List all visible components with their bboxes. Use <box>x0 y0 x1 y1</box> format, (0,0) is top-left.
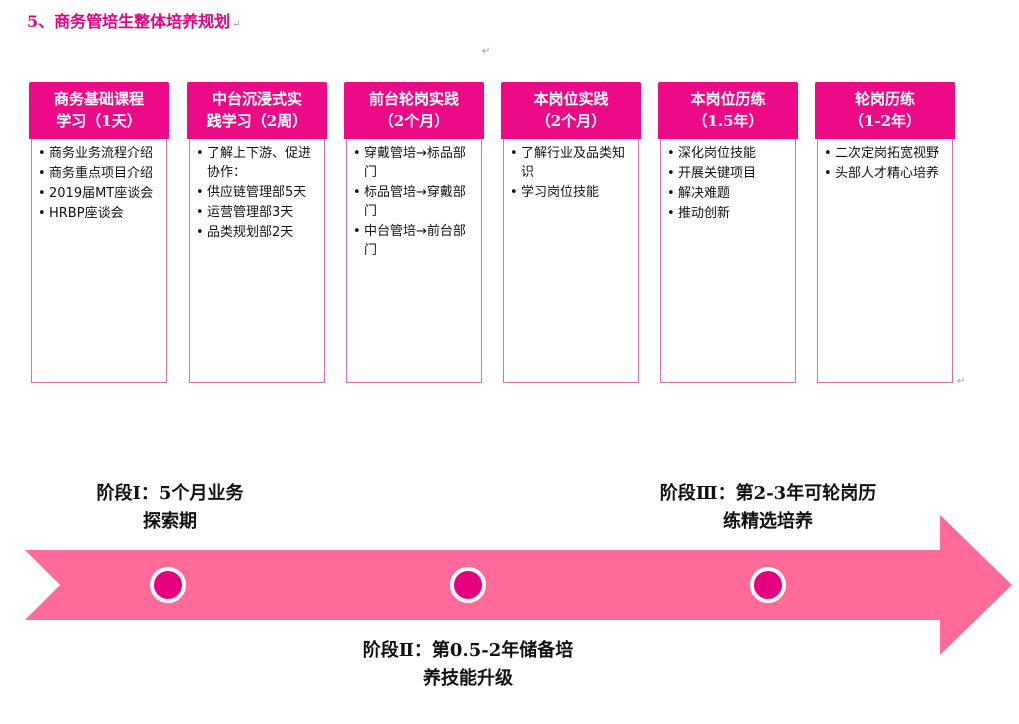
stage-2-label: 阶段Ⅱ：第0.5-2年储备培 养技能升级 <box>318 637 618 693</box>
card-list-item: 推动创新 <box>667 204 791 223</box>
card-body: 了解行业及品类知识学习岗位技能 <box>503 139 639 383</box>
card-list-item: 运营管理部3天 <box>196 203 320 222</box>
card-title-line: 学习（1天） <box>56 112 142 130</box>
section-title: 5、商务管培生整体培养规划↵ <box>27 8 241 32</box>
section-title-text: 5、商务管培生整体培养规划 <box>27 12 231 31</box>
card-list-item: 中台管培→前台部门 <box>353 222 477 260</box>
card-header: 本岗位历练 （1.5年） <box>658 82 798 139</box>
card-body: 了解上下游、促进协作：供应链管理部5天运营管理部3天品类规划部2天 <box>189 139 325 383</box>
stage-3-label: 阶段Ⅲ：第2-3年可轮岗历 练精选培养 <box>618 480 918 536</box>
card-title-line: 前台轮岗实践 <box>368 90 459 108</box>
card-6: 轮岗历练 （1-2年） 二次定岗拓宽视野头部人才精心培养 <box>815 82 955 383</box>
card-body: 商务业务流程介绍商务重点项目介绍2019届MT座谈会HRBP座谈会 <box>31 139 167 383</box>
card-title-line: 践学习（2周） <box>206 112 308 130</box>
stage-1-label: 阶段Ⅰ：5个月业务 探索期 <box>40 480 300 536</box>
card-5: 本岗位历练 （1.5年） 深化岗位技能开展关键项目解决难题推动创新 <box>658 82 798 383</box>
card-title-line: （2个月） <box>378 112 450 130</box>
stage-2-line: 养技能升级 <box>423 668 513 689</box>
card-list-item: 了解行业及品类知识 <box>510 144 634 182</box>
stage-3-line: 阶段Ⅲ：第2-3年可轮岗历 <box>659 483 877 504</box>
card-1: 商务基础课程学习（1天）商务业务流程介绍商务重点项目介绍2019届MT座谈会HR… <box>29 82 169 383</box>
card-header: 本岗位实践 （2个月） <box>501 82 641 139</box>
stage-2-marker <box>450 567 486 603</box>
card-header: 前台轮岗实践 （2个月） <box>344 82 484 139</box>
arrow-shape <box>25 515 1012 655</box>
card-list-item: 了解上下游、促进协作： <box>196 144 320 182</box>
card-list-item: 开展关键项目 <box>667 164 791 183</box>
card-title-line: （1-2年） <box>848 112 922 130</box>
stage-1-marker <box>150 567 186 603</box>
card-header: 轮岗历练 （1-2年） <box>815 82 955 139</box>
card-header: 中台沉浸式实践学习（2周） <box>187 82 327 139</box>
card-list-item: 标品管培→穿戴部门 <box>353 183 477 221</box>
stage-1-line: 阶段Ⅰ：5个月业务 <box>96 483 244 504</box>
card-list-item: HRBP座谈会 <box>38 204 162 223</box>
card-list-item: 学习岗位技能 <box>510 183 634 202</box>
card-list-item: 穿戴管培→标品部门 <box>353 144 477 182</box>
card-2: 中台沉浸式实践学习（2周）了解上下游、促进协作：供应链管理部5天运营管理部3天品… <box>187 82 327 383</box>
card-body: 深化岗位技能开展关键项目解决难题推动创新 <box>660 139 796 383</box>
card-title-line: （1.5年） <box>692 112 764 130</box>
card-list-item: 商务重点项目介绍 <box>38 164 162 183</box>
paragraph-mark: ↵ <box>957 376 966 387</box>
card-list-item: 商务业务流程介绍 <box>38 144 162 163</box>
card-body: 穿戴管培→标品部门标品管培→穿戴部门中台管培→前台部门 <box>346 139 482 383</box>
stage-1-line: 探索期 <box>143 511 197 532</box>
card-3: 前台轮岗实践 （2个月） 穿戴管培→标品部门标品管培→穿戴部门中台管培→前台部门 <box>344 82 484 383</box>
card-header: 商务基础课程学习（1天） <box>29 82 169 139</box>
paragraph-mark: ↵ <box>482 46 491 57</box>
card-4: 本岗位实践 （2个月） 了解行业及品类知识学习岗位技能 <box>501 82 641 383</box>
card-title-line: 本岗位实践 <box>533 90 609 108</box>
card-title-line: 中台沉浸式实 <box>211 90 302 108</box>
card-title-line: （2个月） <box>535 112 607 130</box>
stage-2-line: 阶段Ⅱ：第0.5-2年储备培 <box>362 640 574 661</box>
card-title-line: 本岗位历练 <box>690 90 766 108</box>
card-list-item: 头部人才精心培养 <box>824 164 948 183</box>
card-title-line: 商务基础课程 <box>53 90 144 108</box>
card-list-item: 品类规划部2天 <box>196 223 320 242</box>
card-list-item: 深化岗位技能 <box>667 144 791 163</box>
card-list-item: 二次定岗拓宽视野 <box>824 144 948 163</box>
card-body: 二次定岗拓宽视野头部人才精心培养 <box>817 139 953 383</box>
card-list-item: 解决难题 <box>667 184 791 203</box>
card-list-item: 2019届MT座谈会 <box>38 184 162 203</box>
card-title-line: 轮岗历练 <box>854 90 915 108</box>
card-list-item: 供应链管理部5天 <box>196 183 320 202</box>
stage-3-marker <box>750 567 786 603</box>
paragraph-mark: ↵ <box>232 19 241 30</box>
stage-3-line: 练精选培养 <box>723 511 813 532</box>
